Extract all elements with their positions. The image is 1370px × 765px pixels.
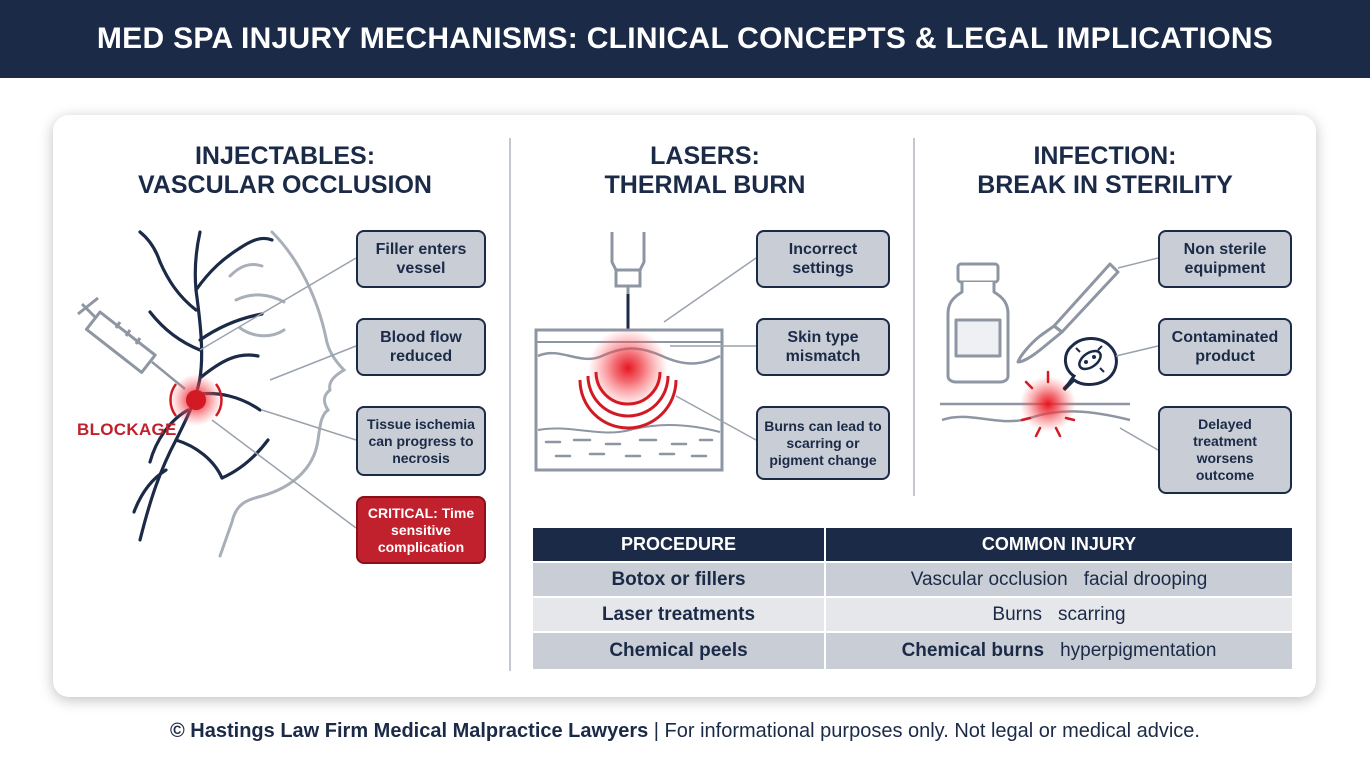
table-row: Laser treatments Burns scarring [533,598,1292,631]
footer: © Hastings Law Firm Medical Malpractice … [0,720,1370,743]
callout-contaminated-product: Contaminated product [1158,318,1292,376]
footer-brand: © Hastings Law Firm Medical Malpractice … [170,720,649,742]
panel-title-line: LASERS: [650,142,760,170]
panel-title-line: VASCULAR OCCLUSION [138,171,432,199]
page-title: MED SPA INJURY MECHANISMS: CLINICAL CONC… [0,0,1370,78]
table-header-row: PROCEDURE COMMON INJURY [533,528,1292,561]
blockage-label: BLOCKAGE [77,420,177,439]
injury-primary: Chemical burns [901,640,1045,661]
callout-incorrect-settings: Incorrect settings [756,230,890,288]
panel-title-line: INFECTION: [1033,142,1177,170]
panel-divider-1 [509,138,511,671]
procedure-injury-table: PROCEDURE COMMON INJURY Botox or fillers… [533,528,1292,670]
callout-delayed-treatment: Delayed treatment worsens outcome [1158,406,1292,494]
table-header-common-injury: COMMON INJURY [826,528,1292,561]
footer-disclaimer: For informational purposes only. Not leg… [664,720,1200,742]
table-cell-procedure: Botox or fillers [533,563,826,596]
panel-title-injectables: INJECTABLES: VASCULAR OCCLUSION [100,142,470,200]
footer-separator: | [648,720,665,742]
callout-tissue-ischemia: Tissue ischemia can progress to necrosis [356,406,486,476]
panel-title-line: INJECTABLES: [194,142,376,170]
table-cell-injury: Burns scarring [826,598,1292,631]
callout-critical: CRITICAL: Time sensitive complication [356,496,486,564]
panel-title-lasers: LASERS: THERMAL BURN [520,142,890,200]
panel-title-line: BREAK IN STERILITY [977,171,1233,199]
injury-secondary: facial drooping [1083,568,1208,590]
table-header-procedure: PROCEDURE [533,528,826,561]
table-row: Chemical peels Chemical burns hyperpigmen… [533,633,1292,669]
callout-skin-type-mismatch: Skin type mismatch [756,318,890,376]
injury-primary: Vascular occlusion [910,568,1068,590]
panel-divider-2 [913,138,915,496]
table-cell-injury: Vascular occlusion facial drooping [826,563,1292,596]
table-cell-procedure: Laser treatments [533,598,826,631]
injury-primary: Burns [992,603,1043,625]
callout-blood-flow-reduced: Blood flow reduced [356,318,486,376]
injury-secondary: scarring [1058,603,1126,625]
callout-non-sterile-equipment: Non sterile equipment [1158,230,1292,288]
injury-secondary: hyperpigmentation [1060,640,1217,661]
callout-burns-scarring: Burns can lead to scarring or pigment ch… [756,406,890,480]
table-cell-procedure: Chemical peels [533,633,826,669]
callout-filler-enters-vessel: Filler enters vessel [356,230,486,288]
table-row: Botox or fillers Vascular occlusion facia… [533,563,1292,596]
panel-title-line: THERMAL BURN [604,171,806,199]
panel-title-infection: INFECTION: BREAK IN STERILITY [920,142,1290,200]
table-cell-injury: Chemical burns hyperpigmentation [826,633,1292,669]
